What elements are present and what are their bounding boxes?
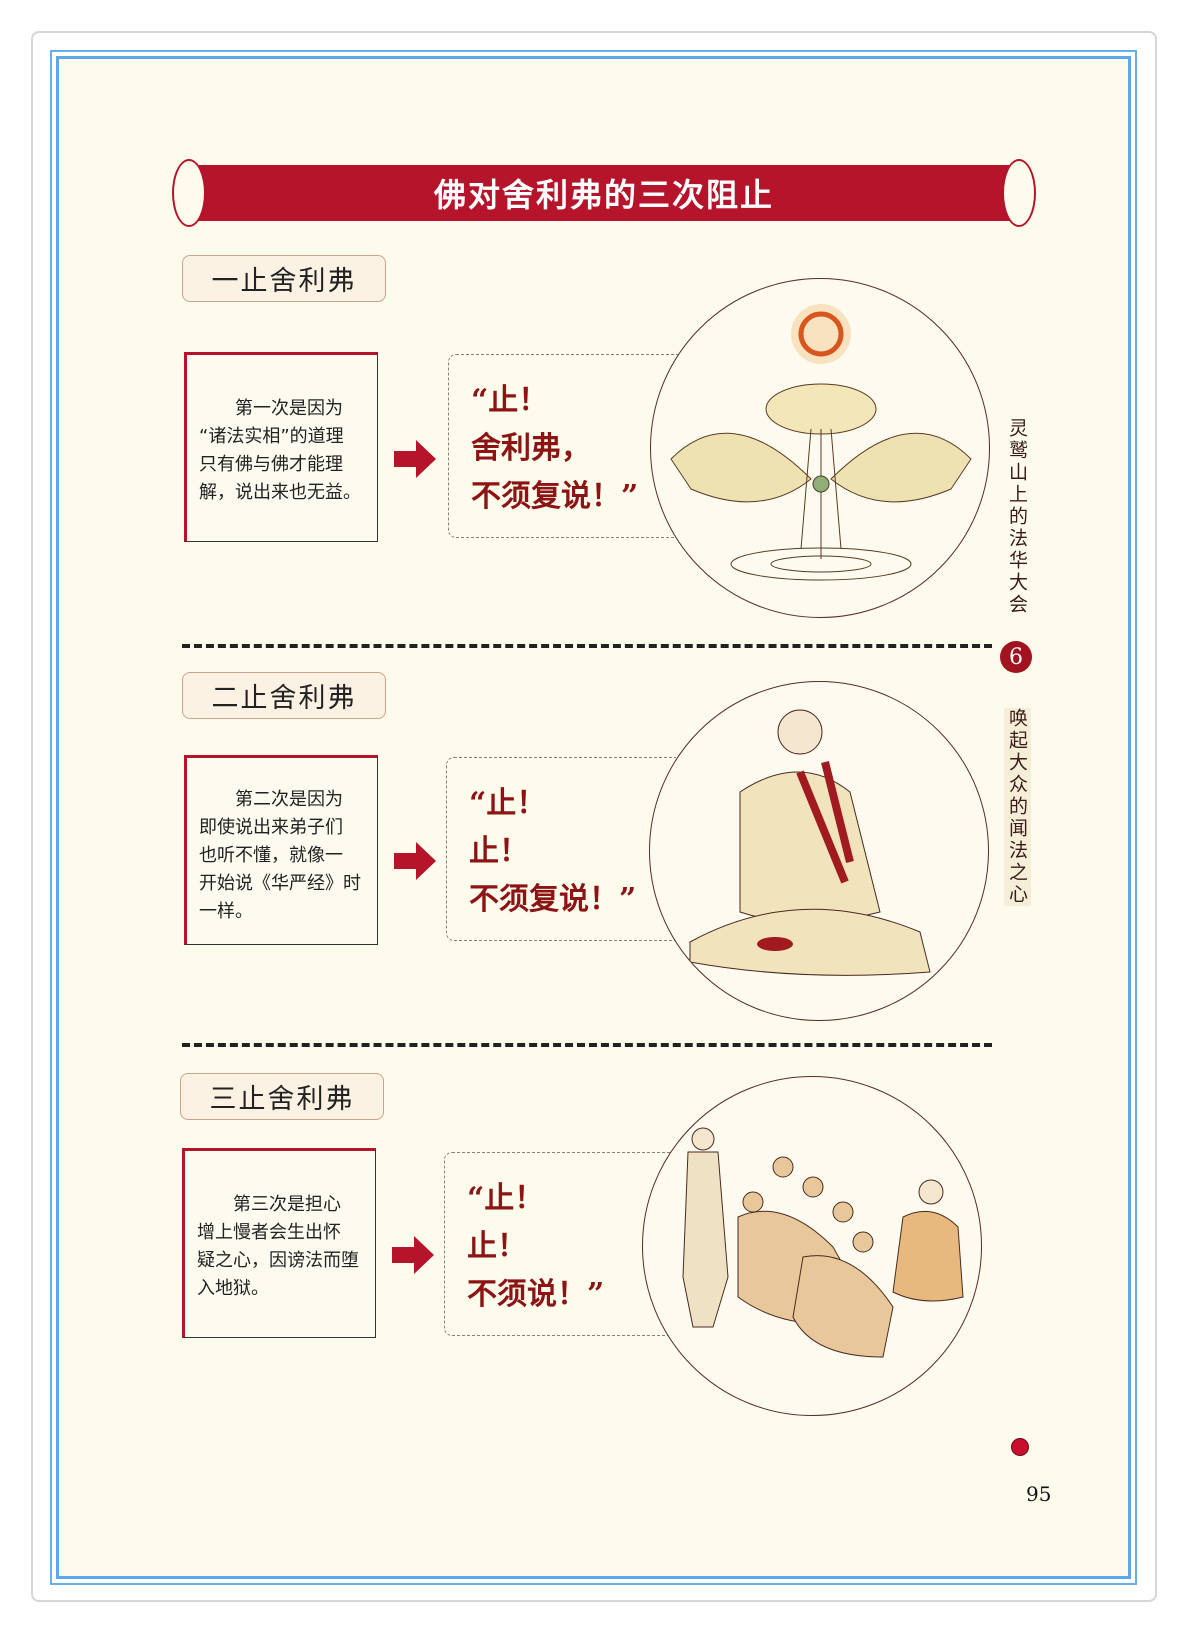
explanation-line: 疑之心，因谤法而堕: [197, 1250, 359, 1271]
explanation-line: 第三次是担心: [233, 1194, 341, 1215]
chapter-number-badge: 6: [1000, 641, 1032, 673]
quote-line: “止！: [471, 383, 549, 418]
quote-line: 舍利弗，: [471, 431, 591, 466]
section-label: 三止舍利弗: [180, 1073, 384, 1120]
quote-line: 不须复说！”: [469, 882, 637, 917]
ornament-right-icon: [1002, 159, 1036, 227]
quote-line: 不须复说！”: [471, 479, 639, 514]
ornament-left-icon: [172, 159, 206, 227]
chapter-title-vertical: 唤起大众的闻法之心: [1004, 708, 1031, 906]
arrow-right-icon: [394, 842, 436, 880]
explanation-line: 增上慢者会生出怀: [197, 1222, 341, 1243]
explanation-line: 入地狱。: [197, 1278, 269, 1299]
explanation-box: 第三次是担心 增上慢者会生出怀 疑之心，因谤法而堕 入地狱。: [182, 1148, 376, 1338]
arrow-right-icon: [392, 1236, 434, 1274]
quote-line: 止！: [469, 834, 529, 869]
lotus-illustration: [650, 278, 990, 618]
section-label: 一止舍利弗: [182, 255, 386, 302]
arrow-right-icon: [394, 440, 436, 478]
explanation-line: 只有佛与佛才能理: [199, 454, 343, 475]
explanation-line: 第二次是因为: [235, 789, 343, 810]
explanation-line: 第一次是因为: [235, 398, 343, 419]
explanation-line: “诸法实相”的道理: [199, 426, 344, 447]
quote-box: “止！ 止！ 不须说！”: [444, 1152, 674, 1336]
explanation-line: 一样。: [199, 901, 253, 922]
section-divider: [182, 644, 992, 648]
book-title-vertical: 灵鹫山上的法华大会: [1006, 418, 1028, 616]
explanation-box: 第二次是因为 即使说出来弟子们 也听不懂，就像一 开始说《华严经》时 一样。: [184, 755, 378, 945]
explanation-box: 第一次是因为 “诸法实相”的道理 只有佛与佛才能理 解，说出来也无益。: [184, 352, 378, 542]
page-number: 95: [1026, 1482, 1052, 1506]
section-label: 二止舍利弗: [182, 672, 386, 719]
blue-border: [50, 50, 1137, 1585]
quote-line: “止！: [469, 786, 547, 821]
quote-line: “止！: [467, 1181, 545, 1216]
quote-box: “止！ 止！ 不须复说！”: [446, 757, 676, 941]
quote-box: “止！ 舍利弗， 不须复说！”: [448, 354, 678, 538]
explanation-line: 即使说出来弟子们: [199, 817, 343, 838]
page-title: 佛对舍利弗的三次阻止: [433, 176, 774, 214]
page-marker-dot-icon: [1011, 1438, 1029, 1456]
title-banner: 佛对舍利弗的三次阻止: [172, 159, 1036, 227]
section-divider: [182, 1043, 992, 1047]
assembly-illustration: [642, 1076, 982, 1416]
quote-line: 不须说！”: [467, 1277, 605, 1312]
monk-illustration: [649, 681, 989, 1021]
quote-line: 止！: [467, 1229, 527, 1264]
explanation-line: 解，说出来也无益。: [199, 482, 361, 503]
explanation-line: 也听不懂，就像一: [199, 845, 343, 866]
explanation-line: 开始说《华严经》时: [199, 873, 361, 894]
